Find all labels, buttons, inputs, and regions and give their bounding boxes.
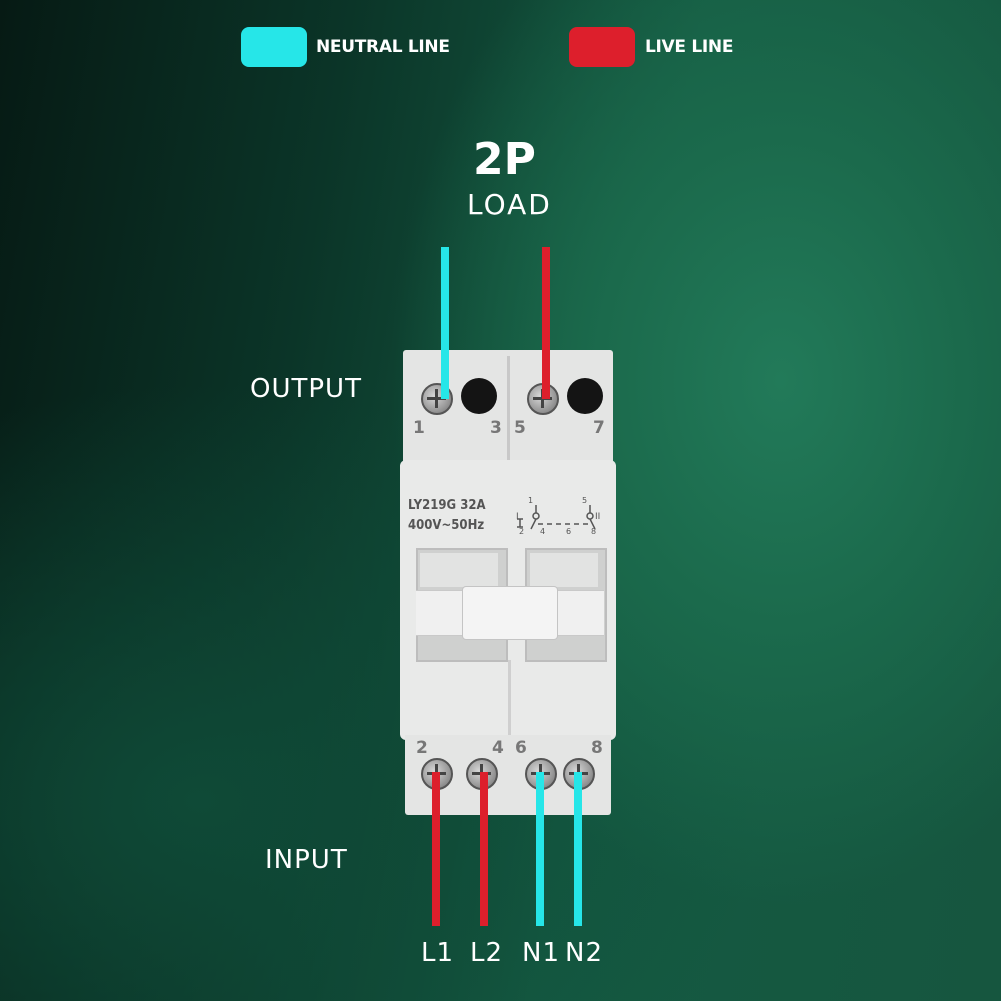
terminal-number-3: 3: [490, 418, 502, 438]
schematic-label-6: 6: [566, 527, 572, 536]
schematic-label-8: 8: [591, 527, 597, 536]
input-wire-l1: [432, 772, 440, 926]
input-wire-n2: [574, 772, 582, 926]
wire-label-l1: L1: [421, 938, 455, 968]
terminal-number-4: 4: [492, 738, 504, 758]
live-line-label: LIVE LINE: [645, 37, 734, 57]
neutral-line-label: NEUTRAL LINE: [316, 37, 450, 57]
wire-label-l2: L2: [470, 938, 504, 968]
terminal-number-8: 8: [591, 738, 603, 758]
terminal-number-2: 2: [416, 738, 428, 758]
terminal-number-5: 5: [514, 418, 526, 438]
lower-divider: [508, 660, 511, 740]
pole-title: 2P: [473, 134, 536, 185]
input-wire-n1: [536, 772, 544, 926]
schematic-label-I: I: [516, 512, 519, 522]
wire-label-n2: N2: [565, 938, 603, 968]
input-label: INPUT: [265, 845, 348, 875]
live-line-swatch: [569, 27, 635, 67]
terminal-hole-7: [567, 378, 603, 414]
load-live-wire: [542, 247, 550, 399]
terminal-number-6: 6: [515, 738, 527, 758]
schematic-label-4: 4: [540, 527, 546, 536]
terminal-number-7: 7: [593, 418, 605, 438]
load-label: LOAD: [467, 188, 552, 221]
schematic-label-II: II: [595, 512, 601, 522]
load-neutral-wire: [441, 247, 449, 399]
schematic-label-5: 5: [582, 496, 588, 505]
terminal-number-1: 1: [413, 418, 425, 438]
input-wire-l2: [480, 772, 488, 926]
schematic-label-1: 1: [528, 496, 534, 505]
lever-slot-right: [530, 553, 598, 587]
switch-schematic: [517, 505, 596, 530]
schematic-label-2: 2: [519, 527, 525, 536]
model-line-2: 400V~50Hz: [408, 518, 485, 533]
lever-slot-left: [420, 553, 498, 587]
neutral-line-swatch: [241, 27, 307, 67]
top-divider: [507, 356, 510, 464]
output-label: OUTPUT: [250, 374, 362, 404]
terminal-hole-3: [461, 378, 497, 414]
switch-handle-center[interactable]: [462, 586, 558, 640]
wire-label-n1: N1: [522, 938, 560, 968]
model-line-1: LY219G 32A: [408, 498, 486, 513]
